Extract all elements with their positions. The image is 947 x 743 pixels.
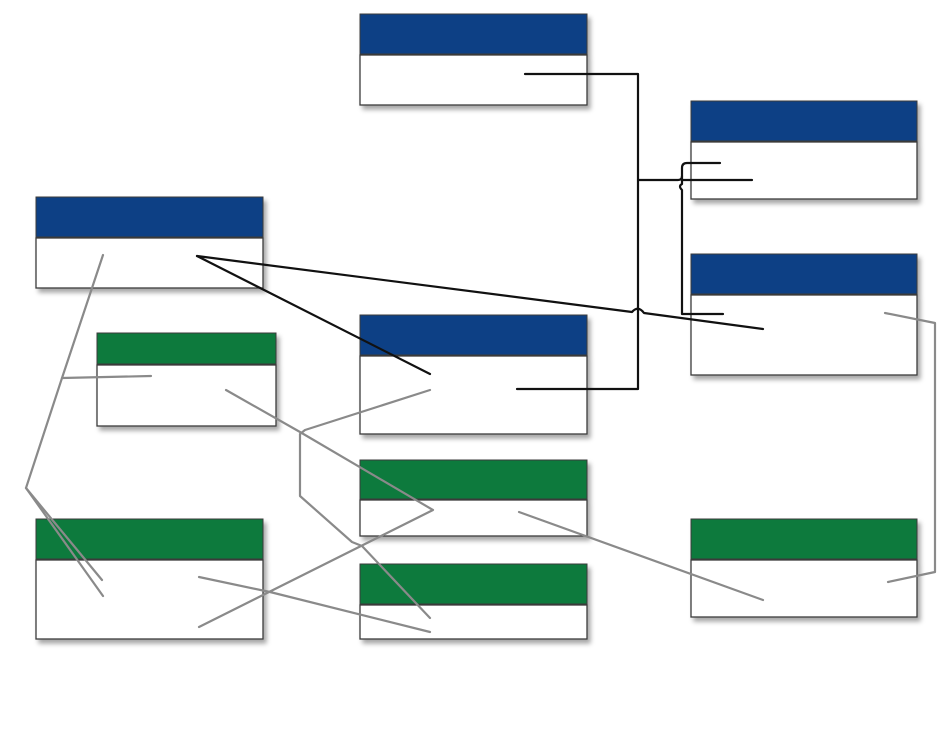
relationship-line[interactable] — [678, 174, 725, 316]
relationship-line[interactable] — [298, 388, 432, 620]
relationships-gray — [24, 253, 937, 634]
table-header — [690, 518, 918, 560]
table-t6[interactable] — [359, 314, 588, 435]
table-t4[interactable] — [690, 253, 918, 376]
table-t8[interactable] — [35, 518, 264, 640]
table-body — [359, 499, 588, 537]
relationship-line[interactable] — [197, 575, 432, 634]
table-header — [359, 314, 588, 356]
table-t10[interactable] — [690, 518, 918, 618]
relationship-line[interactable] — [60, 374, 153, 380]
table-body — [690, 294, 918, 376]
relationship-line[interactable] — [24, 486, 105, 598]
table-header — [690, 253, 918, 295]
table-t2[interactable] — [690, 100, 918, 200]
table-header — [35, 518, 264, 560]
relationship-line[interactable] — [195, 254, 765, 331]
relationship-line[interactable] — [24, 253, 105, 582]
table-body — [359, 54, 588, 106]
table-body — [359, 355, 588, 435]
relationship-line[interactable] — [636, 161, 722, 182]
table-body — [690, 141, 918, 200]
relationship-line[interactable] — [517, 510, 765, 602]
table-t9[interactable] — [359, 563, 588, 640]
table-t1[interactable] — [359, 13, 588, 106]
table-header — [96, 332, 277, 365]
table-body — [35, 559, 264, 640]
table-header — [359, 563, 588, 605]
relationship-line[interactable] — [515, 72, 640, 391]
table-header — [690, 100, 918, 142]
table-t7[interactable] — [359, 459, 588, 537]
table-header — [359, 13, 588, 55]
table-body — [359, 604, 588, 640]
relationship-line[interactable] — [197, 388, 435, 629]
table-body — [35, 237, 264, 289]
table-t3[interactable] — [35, 196, 264, 289]
relationship-line[interactable] — [195, 254, 432, 376]
table-header — [359, 459, 588, 500]
relationship-line[interactable] — [883, 311, 937, 584]
table-body — [96, 364, 277, 427]
table-t5[interactable] — [96, 332, 277, 427]
table-header — [35, 196, 264, 238]
relationships-dark — [195, 72, 765, 391]
table-body — [690, 559, 918, 618]
